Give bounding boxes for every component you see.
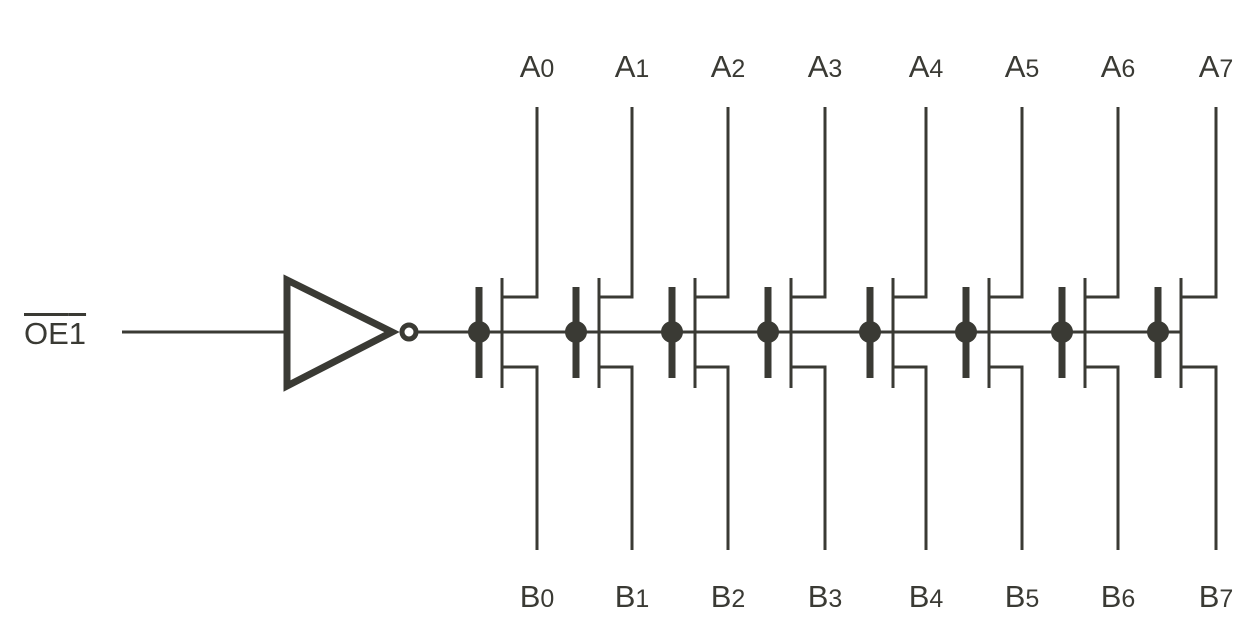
pin-label-b3: B3 xyxy=(808,581,843,612)
pin-label-b0: B0 xyxy=(520,581,555,612)
pin-letter: B xyxy=(1004,579,1026,614)
drain-wire-a3 xyxy=(791,107,827,299)
oe-label-index: 1 xyxy=(68,316,87,351)
inverter-buffer xyxy=(283,274,400,392)
pin-label-b7: B7 xyxy=(1199,581,1234,612)
drain-wire-a1 xyxy=(599,107,634,299)
pin-index: 1 xyxy=(635,55,650,83)
pin-index: 4 xyxy=(929,55,944,83)
drain-wire-a0 xyxy=(502,107,539,299)
drain-wire-a5 xyxy=(989,107,1024,299)
pin-label-a0: A0 xyxy=(520,51,555,82)
pin-letter: A xyxy=(519,49,541,84)
junction-dot-5 xyxy=(955,321,977,343)
junction-dot-0 xyxy=(468,321,490,343)
pin-index: 5 xyxy=(1025,585,1040,613)
pin-letter: A xyxy=(807,49,829,84)
source-wire-b0 xyxy=(502,365,539,550)
pin-index: 5 xyxy=(1025,55,1040,83)
junction-dot-4 xyxy=(859,321,881,343)
drain-wire-a2 xyxy=(695,107,730,299)
pin-letter: A xyxy=(1100,49,1122,84)
pin-index: 1 xyxy=(635,585,650,613)
pin-letter: A xyxy=(1198,49,1220,84)
pin-letter: B xyxy=(1100,579,1122,614)
pin-label-b5: B5 xyxy=(1005,581,1040,612)
pin-letter: B xyxy=(807,579,829,614)
pin-label-b4: B4 xyxy=(909,581,944,612)
pin-index: 2 xyxy=(731,55,746,83)
source-wire-b5 xyxy=(989,365,1024,550)
pin-index: 4 xyxy=(929,585,944,613)
pin-letter: B xyxy=(519,579,541,614)
pin-index: 2 xyxy=(731,585,746,613)
pin-label-b2: B2 xyxy=(711,581,746,612)
source-wire-b4 xyxy=(893,365,928,550)
pin-letter: A xyxy=(1004,49,1026,84)
pin-index: 7 xyxy=(1219,585,1234,613)
pin-letter: A xyxy=(710,49,732,84)
source-wire-b7 xyxy=(1181,365,1218,550)
pin-label-a1: A1 xyxy=(615,51,650,82)
pin-index: 3 xyxy=(828,585,843,613)
junction-dot-6 xyxy=(1051,321,1073,343)
pin-index: 0 xyxy=(540,585,555,613)
inversion-bubble xyxy=(399,322,419,342)
pin-index: 6 xyxy=(1121,585,1136,613)
pin-letter: A xyxy=(908,49,930,84)
pin-label-b1: B1 xyxy=(615,581,650,612)
pin-label-a2: A2 xyxy=(711,51,746,82)
pin-index: 7 xyxy=(1219,55,1234,83)
pin-index: 3 xyxy=(828,55,843,83)
source-wire-b3 xyxy=(791,365,827,550)
pin-letter: B xyxy=(908,579,930,614)
pin-letter: A xyxy=(614,49,636,84)
junction-dot-7 xyxy=(1147,321,1169,343)
pin-label-a5: A5 xyxy=(1005,51,1040,82)
pin-index: 0 xyxy=(540,55,555,83)
source-wire-b6 xyxy=(1085,365,1120,550)
source-wire-b2 xyxy=(695,365,730,550)
drain-wire-a4 xyxy=(893,107,928,299)
drain-wire-a7 xyxy=(1181,107,1218,299)
pin-letter: B xyxy=(1198,579,1220,614)
junction-dot-2 xyxy=(661,321,683,343)
junction-dot-3 xyxy=(757,321,779,343)
junction-dot-1 xyxy=(565,321,587,343)
oe-label-main: OE xyxy=(24,316,69,351)
pin-letter: B xyxy=(614,579,636,614)
pin-label-a6: A6 xyxy=(1101,51,1136,82)
source-wire-b1 xyxy=(599,365,634,550)
drain-wire-a6 xyxy=(1085,107,1120,299)
pin-letter: B xyxy=(710,579,732,614)
pin-label-a7: A7 xyxy=(1199,51,1234,82)
oe1-input-label: OE1 xyxy=(24,318,86,349)
pin-label-b6: B6 xyxy=(1101,581,1136,612)
pin-label-a3: A3 xyxy=(808,51,843,82)
pin-index: 6 xyxy=(1121,55,1136,83)
pin-label-a4: A4 xyxy=(909,51,944,82)
